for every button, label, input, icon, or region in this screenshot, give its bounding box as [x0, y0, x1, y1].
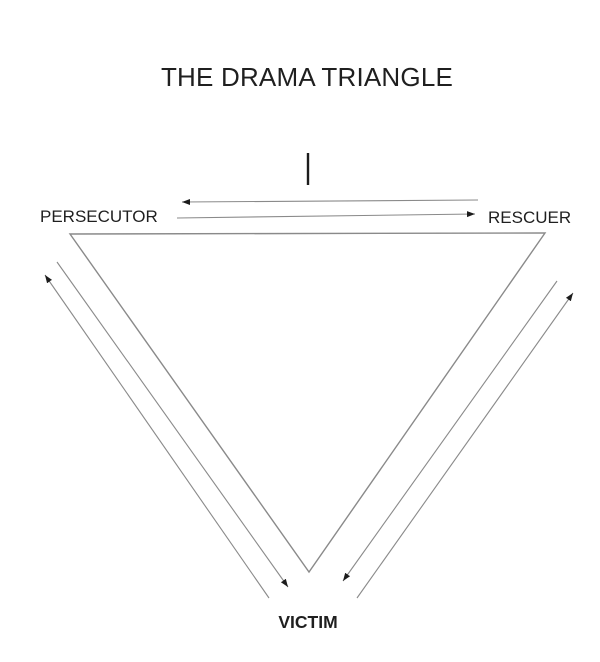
persecutor-label: PERSECUTOR: [40, 207, 158, 226]
victim-label: VICTIM: [278, 612, 337, 632]
arrow-victim-to-rescuer: [356, 292, 574, 599]
diagram-title: THE DRAMA TRIANGLE: [161, 62, 453, 92]
triangle-outline: [68, 232, 547, 574]
arrow-victim-to-persecutor: [44, 274, 270, 599]
arrow-persecutor-to-rescuer: [176, 211, 476, 219]
arrow-rescuer-to-victim: [342, 280, 558, 582]
arrow-rescuer-to-persecutor: [181, 198, 479, 205]
rescuer-label: RESCUER: [488, 208, 571, 227]
arrow-persecutor-to-victim: [56, 261, 289, 588]
